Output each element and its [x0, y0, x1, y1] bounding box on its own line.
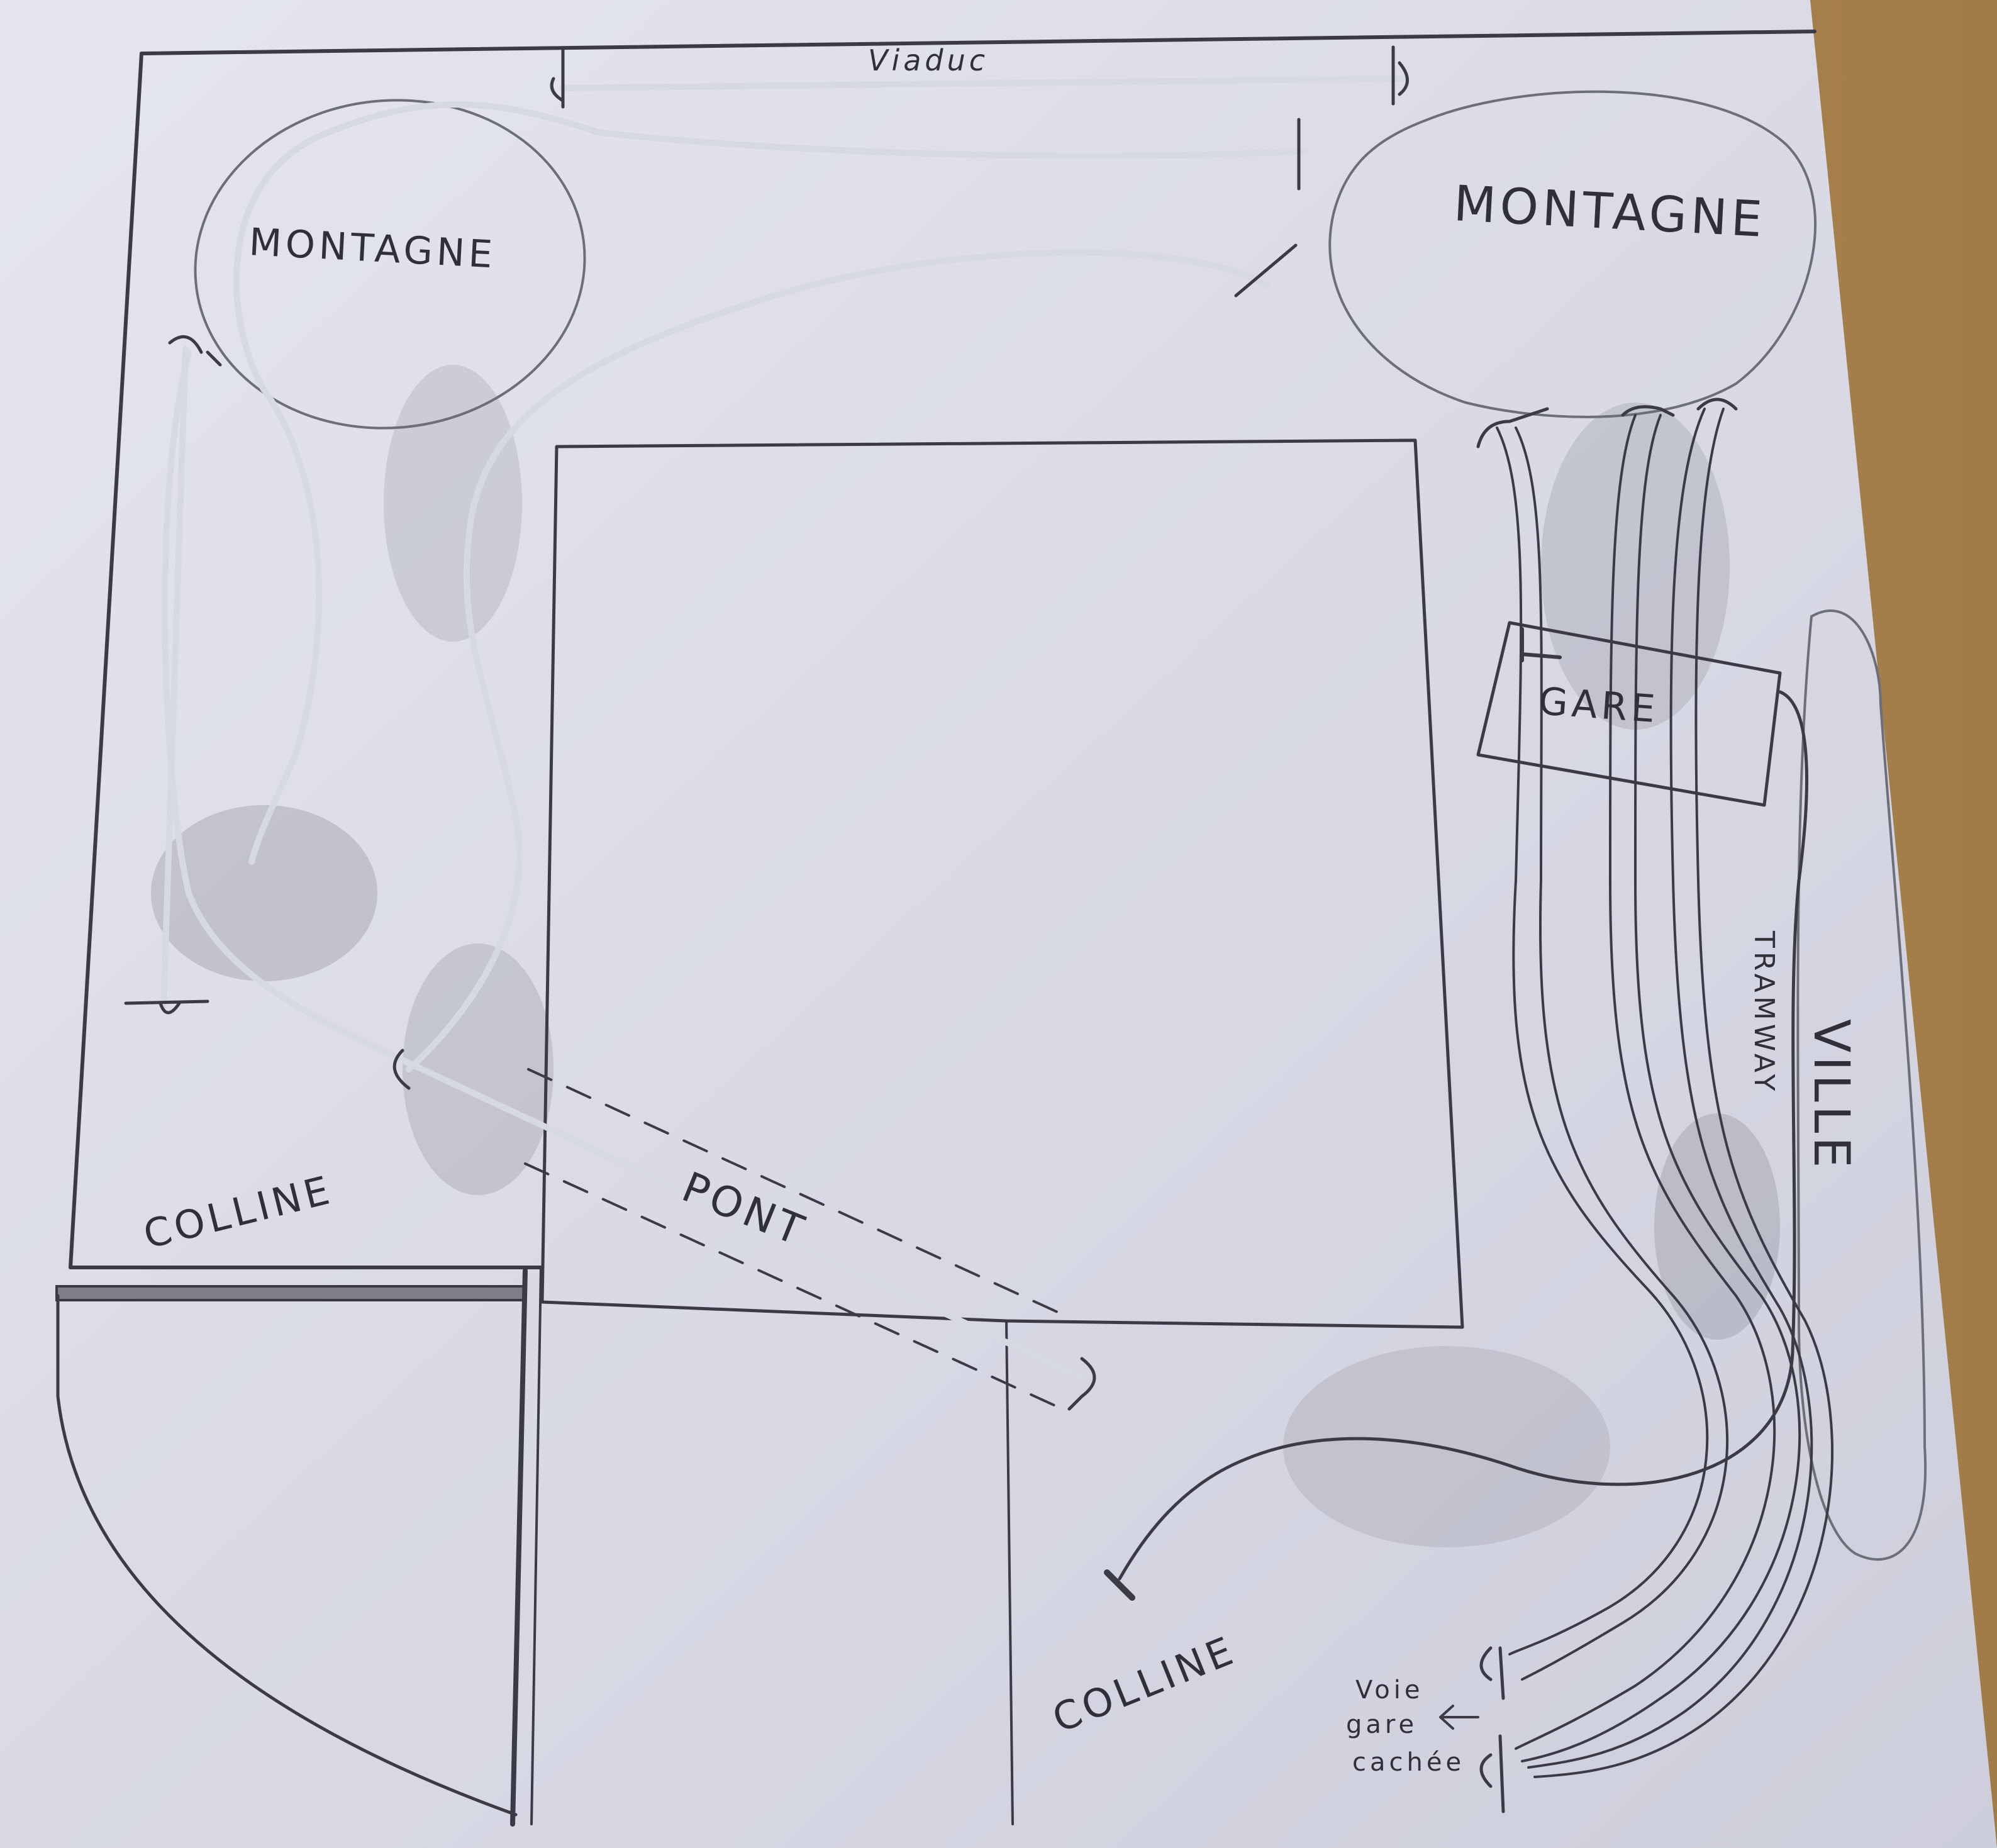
lower-left-module [55, 1266, 542, 1827]
label-cachee: cachée [1352, 1748, 1465, 1777]
label-viaduc: Viaduc [868, 43, 989, 77]
label-gare-cachee: gare [1346, 1710, 1418, 1739]
mountain-tracks [233, 101, 1308, 1072]
right-track-bundle [1104, 398, 1833, 1813]
label-tramway: TRAMWAY [1748, 930, 1780, 1094]
central-opening [540, 438, 1464, 1329]
gare-building [1476, 621, 1782, 807]
lower-right-module [1005, 1320, 1014, 1825]
pencil-smudges [151, 365, 1780, 1547]
viaduc-track [550, 45, 1409, 109]
lower-left-curve [162, 349, 412, 1066]
ville-area [1796, 610, 1927, 1561]
left-siding [124, 335, 222, 1015]
label-ville: VILLE [1803, 1019, 1859, 1172]
label-gare: GARE [1537, 679, 1660, 732]
arrow-to-hidden-station [1439, 1705, 1479, 1730]
board-outline [69, 30, 1816, 1269]
label-voie: Voie [1355, 1676, 1423, 1705]
mountain-right [1328, 90, 1817, 418]
pont-bridge [392, 1049, 1096, 1413]
mountain-left [194, 99, 586, 430]
